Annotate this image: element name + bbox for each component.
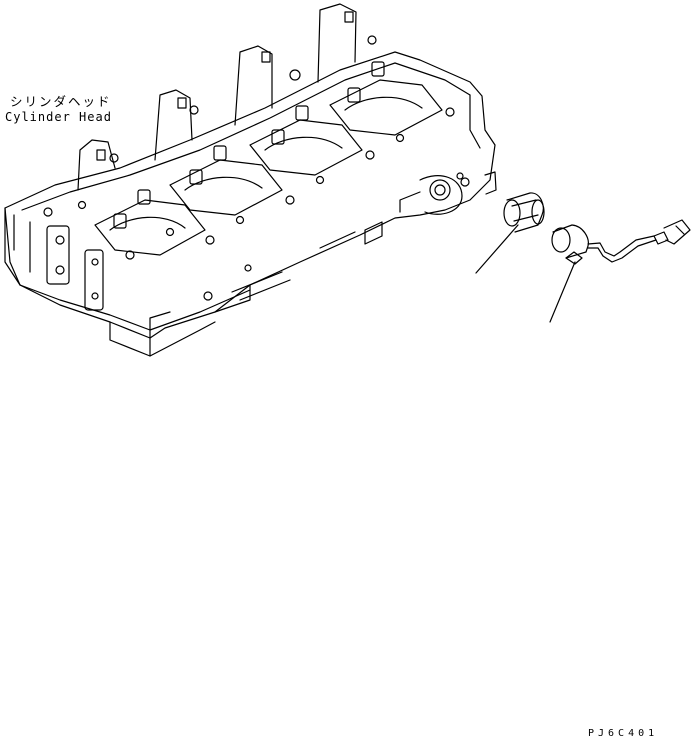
sensor-leader-line [550,262,575,322]
plug-leader-line [476,225,518,273]
cylinder-head-label-jp: シリンダヘッド [10,94,112,109]
cylinder-head-drawing [5,4,496,356]
cylinder-head-label-en: Cylinder Head [5,110,112,124]
drawing-code: PJ6C401 [588,728,659,739]
plug-part-drawing [504,193,544,232]
sensor-part-drawing [552,220,690,264]
